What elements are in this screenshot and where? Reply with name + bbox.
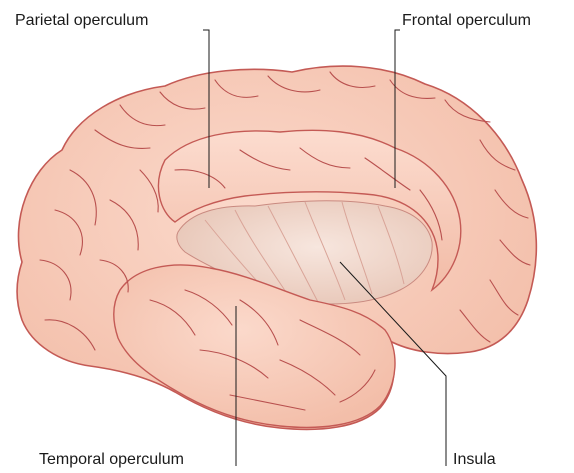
temporal-operculum-label: Temporal operculum (39, 451, 184, 469)
insula-label: Insula (453, 451, 496, 469)
parietal-operculum-label: Parietal operculum (15, 12, 148, 30)
frontal-operculum-label: Frontal operculum (402, 12, 531, 30)
